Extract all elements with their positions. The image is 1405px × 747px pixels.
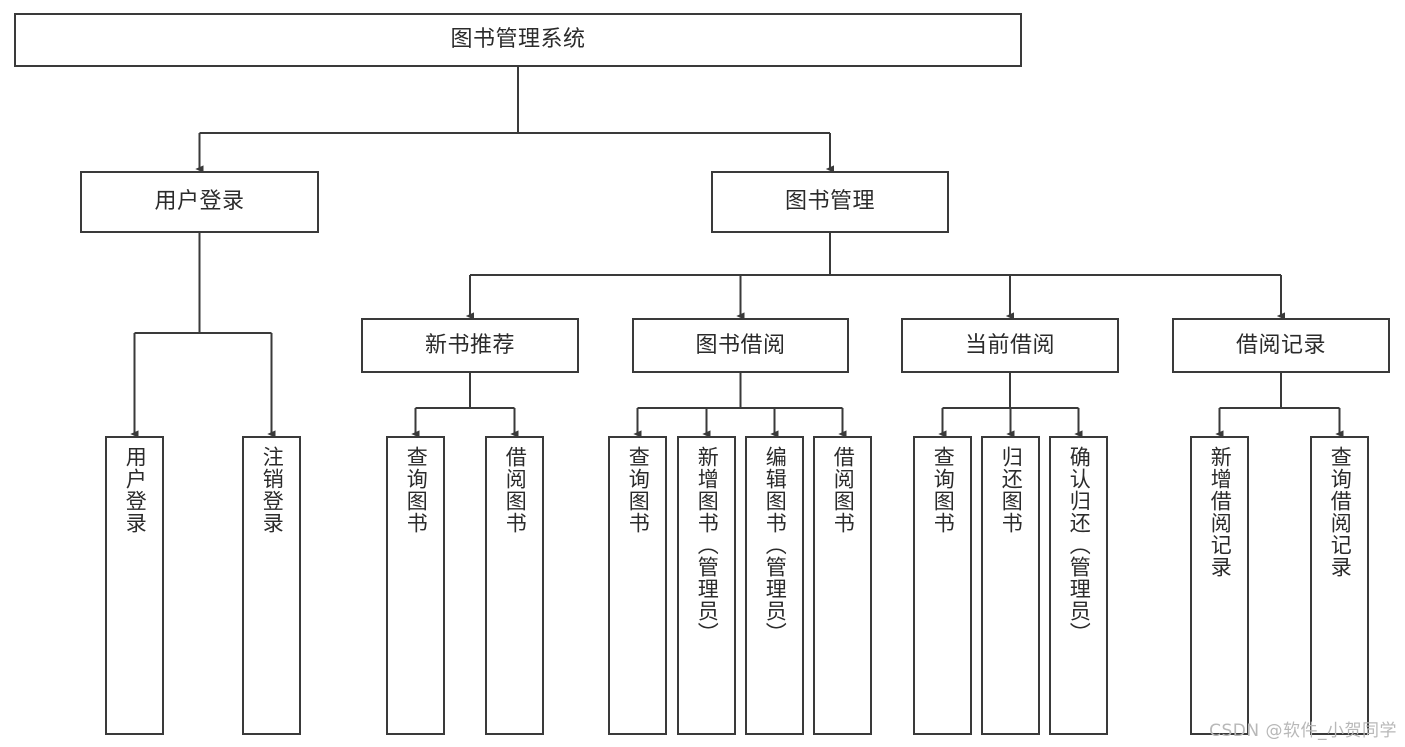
node-leaf-confirm[interactable]: 确认归还（管理员） (1049, 436, 1108, 735)
node-newbook[interactable]: 新书推荐 (361, 318, 579, 373)
node-label-leaf-edit-book: 编辑图书（管理员） (763, 446, 788, 644)
node-label-leaf-query-c: 查询图书 (931, 446, 956, 534)
node-label-root: 图书管理系统 (450, 27, 586, 53)
node-bookmgmt[interactable]: 图书管理 (711, 171, 949, 233)
node-label-leaf-return: 归还图书 (999, 446, 1024, 534)
node-label-leaf-add-rec: 新增借阅记录 (1208, 446, 1233, 578)
node-label-records: 借阅记录 (1235, 332, 1326, 358)
node-root[interactable]: 图书管理系统 (14, 13, 1022, 67)
node-label-leaf-query-new: 查询图书 (404, 446, 429, 534)
node-leaf-query-c[interactable]: 查询图书 (913, 436, 972, 735)
node-leaf-borrow-new[interactable]: 借阅图书 (485, 436, 544, 735)
node-leaf-query-b[interactable]: 查询图书 (608, 436, 667, 735)
node-leaf-logout[interactable]: 注销登录 (242, 436, 301, 735)
node-leaf-borrow-b[interactable]: 借阅图书 (813, 436, 872, 735)
node-label-leaf-borrow-b: 借阅图书 (831, 446, 856, 534)
node-leaf-return[interactable]: 归还图书 (981, 436, 1040, 735)
node-current[interactable]: 当前借阅 (901, 318, 1119, 373)
node-label-borrow: 图书借阅 (695, 332, 786, 358)
node-label-login: 用户登录 (154, 189, 245, 215)
node-leaf-add-book[interactable]: 新增图书（管理员） (677, 436, 736, 735)
node-label-leaf-query-rec: 查询借阅记录 (1328, 446, 1353, 578)
node-leaf-edit-book[interactable]: 编辑图书（管理员） (745, 436, 804, 735)
node-label-leaf-login: 用户登录 (123, 446, 148, 534)
watermark-text: CSDN @软件_小贺同学 (1209, 721, 1397, 741)
node-label-leaf-borrow-new: 借阅图书 (503, 446, 528, 534)
node-label-leaf-add-book: 新增图书（管理员） (695, 446, 720, 644)
node-leaf-query-new[interactable]: 查询图书 (386, 436, 445, 735)
node-leaf-query-rec[interactable]: 查询借阅记录 (1310, 436, 1369, 735)
node-leaf-login[interactable]: 用户登录 (105, 436, 164, 735)
node-label-current: 当前借阅 (964, 332, 1055, 358)
connector-lines (130, 67, 1344, 438)
node-label-bookmgmt: 图书管理 (784, 189, 875, 215)
node-login[interactable]: 用户登录 (80, 171, 319, 233)
node-label-leaf-confirm: 确认归还（管理员） (1067, 446, 1092, 644)
node-borrow[interactable]: 图书借阅 (632, 318, 849, 373)
node-records[interactable]: 借阅记录 (1172, 318, 1390, 373)
node-leaf-add-rec[interactable]: 新增借阅记录 (1190, 436, 1249, 735)
node-label-leaf-query-b: 查询图书 (626, 446, 651, 534)
node-label-leaf-logout: 注销登录 (260, 446, 285, 534)
node-label-newbook: 新书推荐 (424, 332, 515, 358)
